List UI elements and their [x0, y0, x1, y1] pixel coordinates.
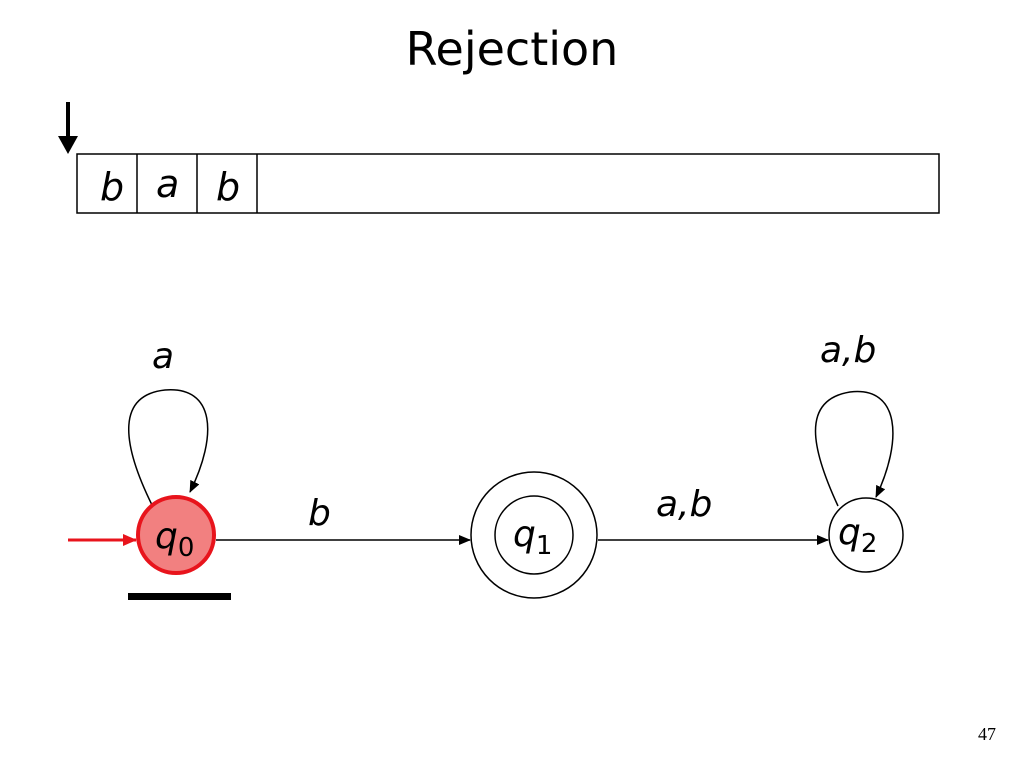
- transition-q0-q1: b: [216, 493, 471, 545]
- transition-label-q0-q0: a: [152, 336, 174, 377]
- tape-cell-1: b: [100, 165, 124, 209]
- slide-title: Rejection: [405, 22, 619, 76]
- tape-cell-2: a: [156, 162, 179, 206]
- transition-q0-q0: a: [127, 336, 209, 506]
- state-q1: q1: [470, 471, 598, 599]
- tape-outline: [76, 153, 940, 214]
- state-q2-label: q2: [838, 512, 877, 559]
- transition-q2-q2: a,b: [814, 330, 894, 507]
- current-state-underline: [128, 593, 231, 600]
- tape-cell-3: b: [216, 165, 240, 209]
- transition-label-q2-q2: a,b: [820, 330, 876, 371]
- page-number: 47: [978, 724, 996, 744]
- state-q2: q2: [828, 497, 904, 573]
- transition-label-q1-q2: a,b: [656, 484, 712, 525]
- tape-head-arrow: [58, 102, 78, 154]
- state-q0: q0: [136, 495, 216, 575]
- transition-q1-q2: a,b: [598, 484, 829, 545]
- input-tape: b a b: [76, 153, 940, 214]
- transition-label-q0-q1: b: [308, 493, 331, 534]
- state-q0-label: q0: [155, 516, 194, 563]
- state-q1-label: q1: [513, 514, 552, 561]
